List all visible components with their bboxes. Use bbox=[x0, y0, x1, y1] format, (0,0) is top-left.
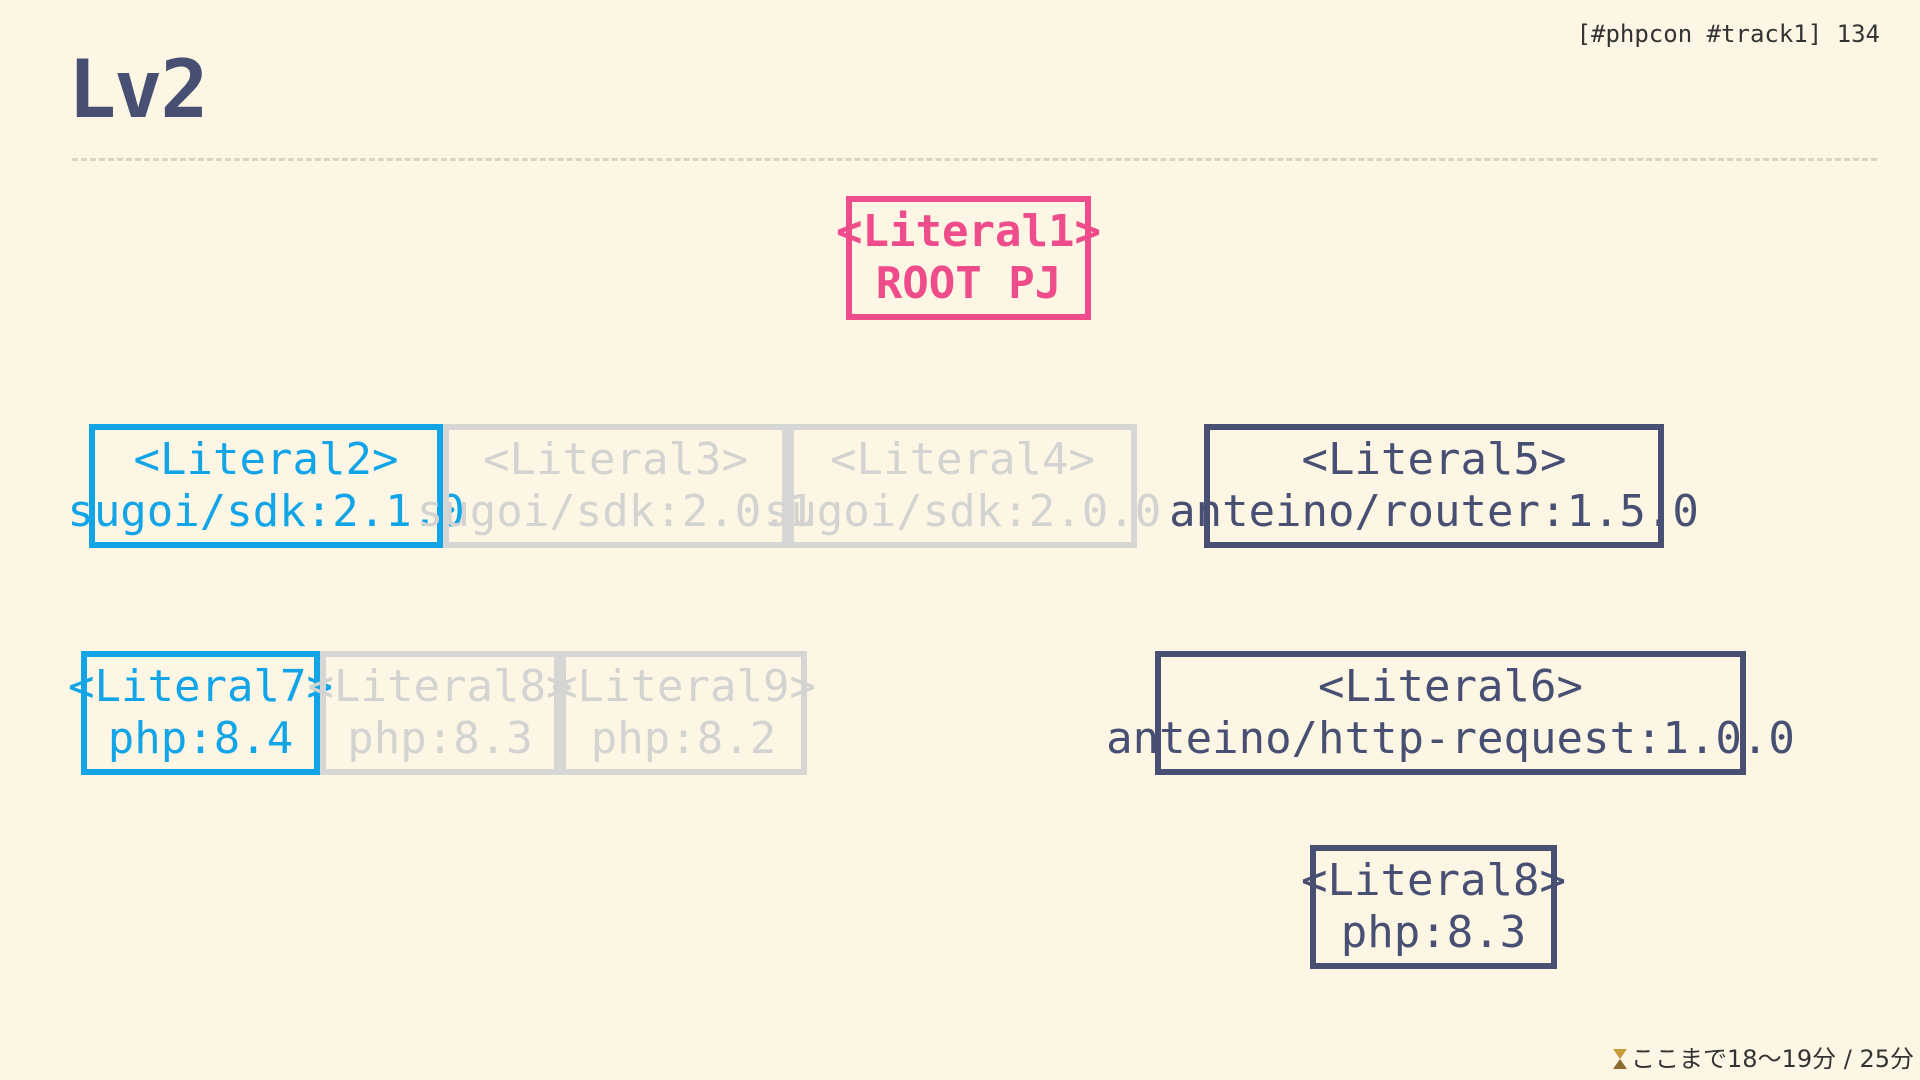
node-literal5: <Literal5> anteino/router:1.5.0 bbox=[1169, 424, 1699, 548]
node-literal9: <Literal9> php:8.2 bbox=[551, 651, 816, 775]
node-literal9-label: <Literal9> bbox=[551, 661, 816, 712]
node-literal3-label: <Literal3> bbox=[483, 434, 748, 485]
node-literal8-candidate-value: php:8.3 bbox=[347, 713, 533, 764]
node-literal6-label: <Literal6> bbox=[1318, 661, 1583, 712]
time-indicator: ここまで18〜19分 / 25分 bbox=[1613, 1039, 1914, 1074]
node-literal3-value: sugoi/sdk:2.0.1 bbox=[416, 486, 815, 537]
node-literal3: <Literal3> sugoi/sdk:2.0.1 bbox=[417, 424, 814, 548]
node-literal9-value: php:8.2 bbox=[590, 713, 777, 764]
node-literal7-value: php:8.4 bbox=[107, 713, 294, 764]
node-literal1-value: ROOT PJ bbox=[875, 258, 1062, 309]
node-literal8: <Literal8> php:8.3 bbox=[1301, 845, 1566, 969]
node-literal4-value: sugoi/sdk:2.0.0 bbox=[763, 486, 1162, 537]
node-literal7: <Literal7> php:8.4 bbox=[68, 651, 333, 775]
time-indicator-text: ここまで18〜19分 / 25分 bbox=[1631, 1045, 1914, 1073]
node-literal7-label: <Literal7> bbox=[68, 661, 333, 712]
node-literal2-label: <Literal2> bbox=[133, 434, 399, 485]
node-literal6-value: anteino/http-request:1.0.0 bbox=[1106, 713, 1795, 764]
node-literal1: <Literal1> ROOT PJ bbox=[836, 196, 1101, 320]
node-literal8-candidate: <Literal8> php:8.3 bbox=[308, 651, 572, 775]
divider bbox=[72, 158, 1877, 161]
node-literal8-candidate-label: <Literal8> bbox=[307, 661, 573, 712]
node-literal2: <Literal2> sugoi/sdk:2.1.0 bbox=[67, 424, 465, 548]
page-title: Lv2 bbox=[68, 43, 208, 136]
node-literal5-value: anteino/router:1.5.0 bbox=[1169, 486, 1699, 537]
node-literal4: <Literal4> sugoi/sdk:2.0.0 bbox=[764, 424, 1161, 548]
node-literal8-value: php:8.3 bbox=[1340, 907, 1527, 958]
node-literal1-label: <Literal1> bbox=[836, 206, 1101, 257]
node-literal8-label: <Literal8> bbox=[1301, 855, 1566, 906]
slide-hashtag: [#phpcon #track1] 134 bbox=[1576, 20, 1880, 48]
node-literal2-value: sugoi/sdk:2.1.0 bbox=[67, 486, 465, 537]
node-literal4-label: <Literal4> bbox=[830, 434, 1095, 485]
node-literal5-label: <Literal5> bbox=[1301, 434, 1567, 485]
hourglass-icon bbox=[1613, 1049, 1628, 1069]
node-literal6: <Literal6> anteino/http-request:1.0.0 bbox=[1106, 651, 1795, 775]
